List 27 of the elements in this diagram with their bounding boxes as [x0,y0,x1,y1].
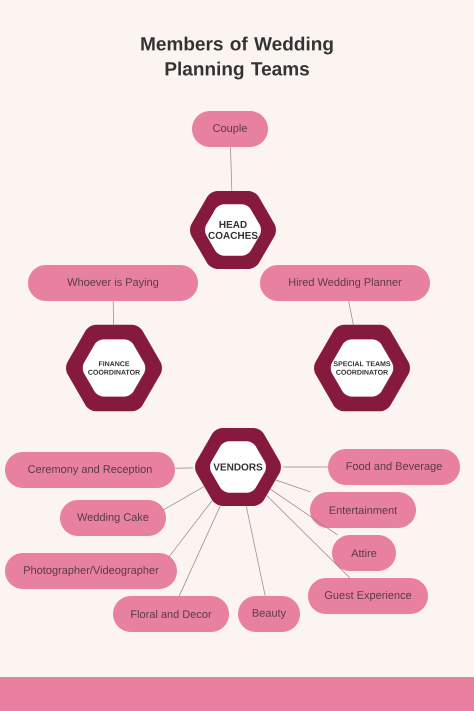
connector-line [178,506,220,596]
connector-line [162,486,204,510]
pill-box: Beauty [238,596,300,632]
pill-box: Floral and Decor [113,596,229,632]
connector-line [266,495,350,578]
connector-line [270,488,338,536]
pill-box: Couple [192,111,268,147]
pill-box: Photographer/Videographer [5,553,177,589]
pill-box: Entertainment [310,492,416,528]
pill-box: Whoever is Paying [28,265,198,301]
pill-box: Guest Experience [308,578,428,614]
connector-line [246,506,266,596]
hexagon-node: VENDORS [195,428,281,506]
pill-box: Food and Beverage [328,449,460,485]
pill-box: Wedding Cake [60,500,166,536]
connector-line [348,300,354,325]
pill-box: Ceremony and Reception [5,452,175,488]
connector-line [174,468,194,469]
pill-box: Attire [332,535,396,571]
title: Members of Wedding Planning Teams [141,36,333,80]
connector-line [168,500,213,558]
hexagon-node: HEAD COACHES [190,191,276,269]
pill-box: Hired Wedding Planner [260,265,430,301]
connector-line [230,146,232,192]
connector-line [282,466,328,468]
connector-line [112,300,114,325]
connector-line [275,480,310,492]
